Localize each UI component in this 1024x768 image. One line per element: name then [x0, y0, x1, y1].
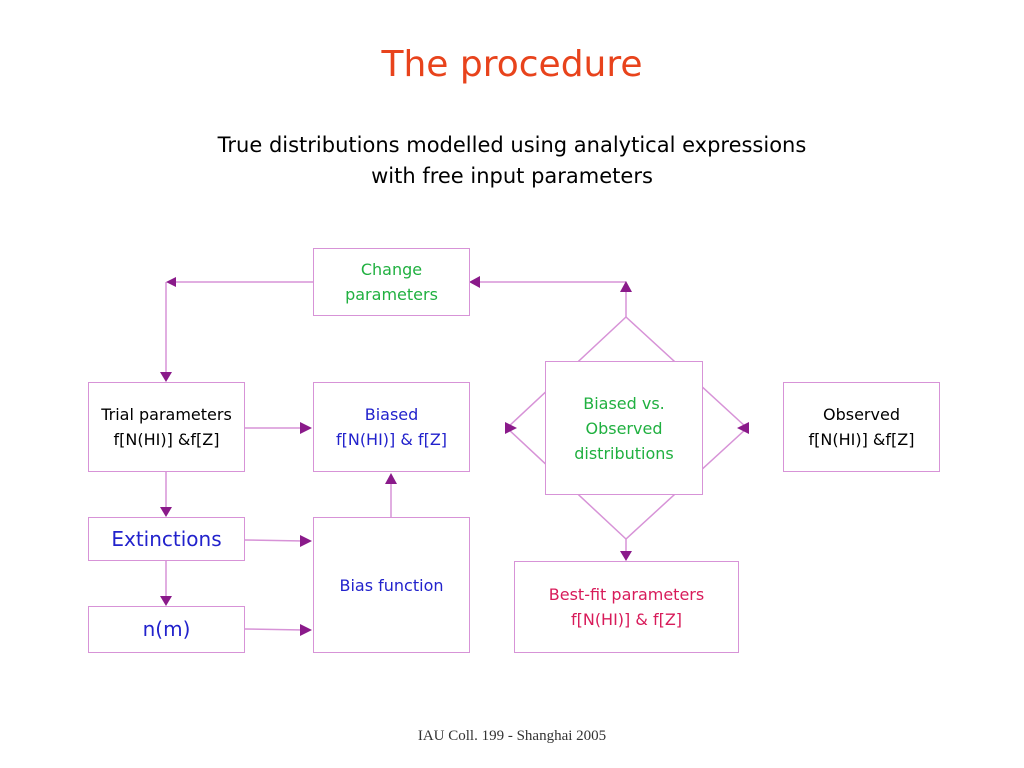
- bias-function-box: Bias function: [313, 517, 470, 653]
- compare-line-2: Observed: [585, 418, 663, 438]
- best-fit-box: Best-fit parameters f[N(HI)] & f[Z]: [514, 561, 739, 653]
- connector-nm-to-bias: [244, 628, 305, 631]
- compare-line-3: distributions: [574, 443, 674, 463]
- extinctions-box: Extinctions: [88, 517, 245, 561]
- nm-box: n(m): [88, 606, 245, 653]
- observed-line-1: Observed: [823, 405, 900, 424]
- bestfit-line-2: f[N(HI)] & f[Z]: [570, 610, 683, 629]
- slide-title: The procedure: [381, 44, 643, 85]
- arrowhead-down-trial: [160, 372, 172, 382]
- change-parameters-box: Change parameters: [313, 248, 470, 316]
- biased-line-2: f[N(HI)] & f[Z]: [335, 430, 448, 449]
- observed-box: Observed f[N(HI)] &f[Z]: [783, 382, 940, 472]
- arrowhead-down-bestfit: [620, 551, 632, 561]
- trial-line-2: f[N(HI)] &f[Z]: [113, 430, 220, 449]
- biased-box: Biased f[N(HI)] & f[Z]: [313, 382, 470, 472]
- arrowhead-observed-to-diamond: [737, 422, 749, 434]
- arrowhead-up-biased: [385, 473, 397, 484]
- extinctions-label: Extinctions: [111, 526, 222, 551]
- comparison-box: Biased vs. Observed distributions: [545, 361, 703, 495]
- arrowhead-up-diamond: [620, 281, 632, 292]
- change-line-1: Change: [360, 260, 423, 279]
- slide-footer: IAU Coll. 199 - Shanghai 2005: [417, 728, 607, 744]
- subtitle-line-2: with free input parameters: [371, 164, 653, 188]
- arrowheads: [160, 276, 749, 636]
- slide-subtitle: True distributions modelled using analyt…: [0, 130, 1024, 192]
- arrowhead-left-top: [166, 277, 176, 287]
- trial-line-1: Trial parameters: [101, 405, 232, 424]
- arrowhead-into-change: [469, 276, 480, 288]
- arrowhead-biased-to-diamond: [505, 422, 517, 434]
- arrowhead-into-bias-bottom: [300, 624, 312, 636]
- connector-extinctions-to-bias: [244, 539, 305, 542]
- bias-function-label: Bias function: [339, 575, 444, 595]
- change-line-2: parameters: [345, 285, 438, 304]
- nm-label: n(m): [142, 617, 191, 641]
- subtitle-line-1: True distributions modelled using analyt…: [217, 133, 807, 157]
- biased-line-1: Biased: [364, 405, 419, 424]
- compare-line-1: Biased vs.: [583, 393, 665, 413]
- arrowhead-into-bias-top: [300, 535, 312, 547]
- arrowhead-down-nm: [160, 596, 172, 606]
- observed-line-2: f[N(HI)] &f[Z]: [808, 430, 915, 449]
- trial-parameters-box: Trial parameters f[N(HI)] &f[Z]: [88, 382, 245, 472]
- arrowhead-into-biased: [300, 422, 312, 434]
- arrowhead-down-extinctions: [160, 507, 172, 517]
- bestfit-line-1: Best-fit parameters: [548, 585, 705, 604]
